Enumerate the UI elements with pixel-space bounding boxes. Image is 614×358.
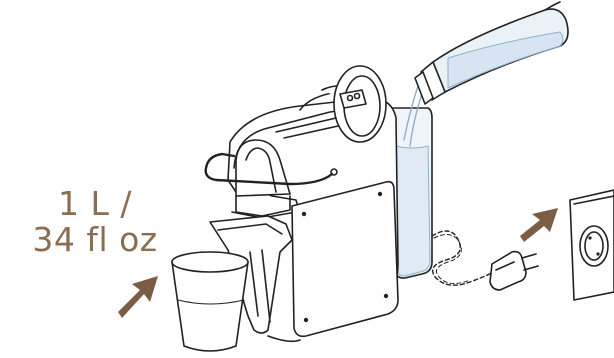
cup-icon bbox=[172, 252, 248, 351]
water-bottle-icon bbox=[415, 2, 568, 104]
arrow-icon-cup bbox=[118, 276, 158, 318]
tank-water bbox=[396, 146, 430, 276]
side-panel bbox=[292, 182, 398, 337]
power-cord bbox=[432, 231, 494, 285]
wall-socket-icon bbox=[570, 190, 614, 300]
power-plug-icon bbox=[490, 252, 538, 290]
arrow-icon-socket bbox=[520, 208, 558, 242]
